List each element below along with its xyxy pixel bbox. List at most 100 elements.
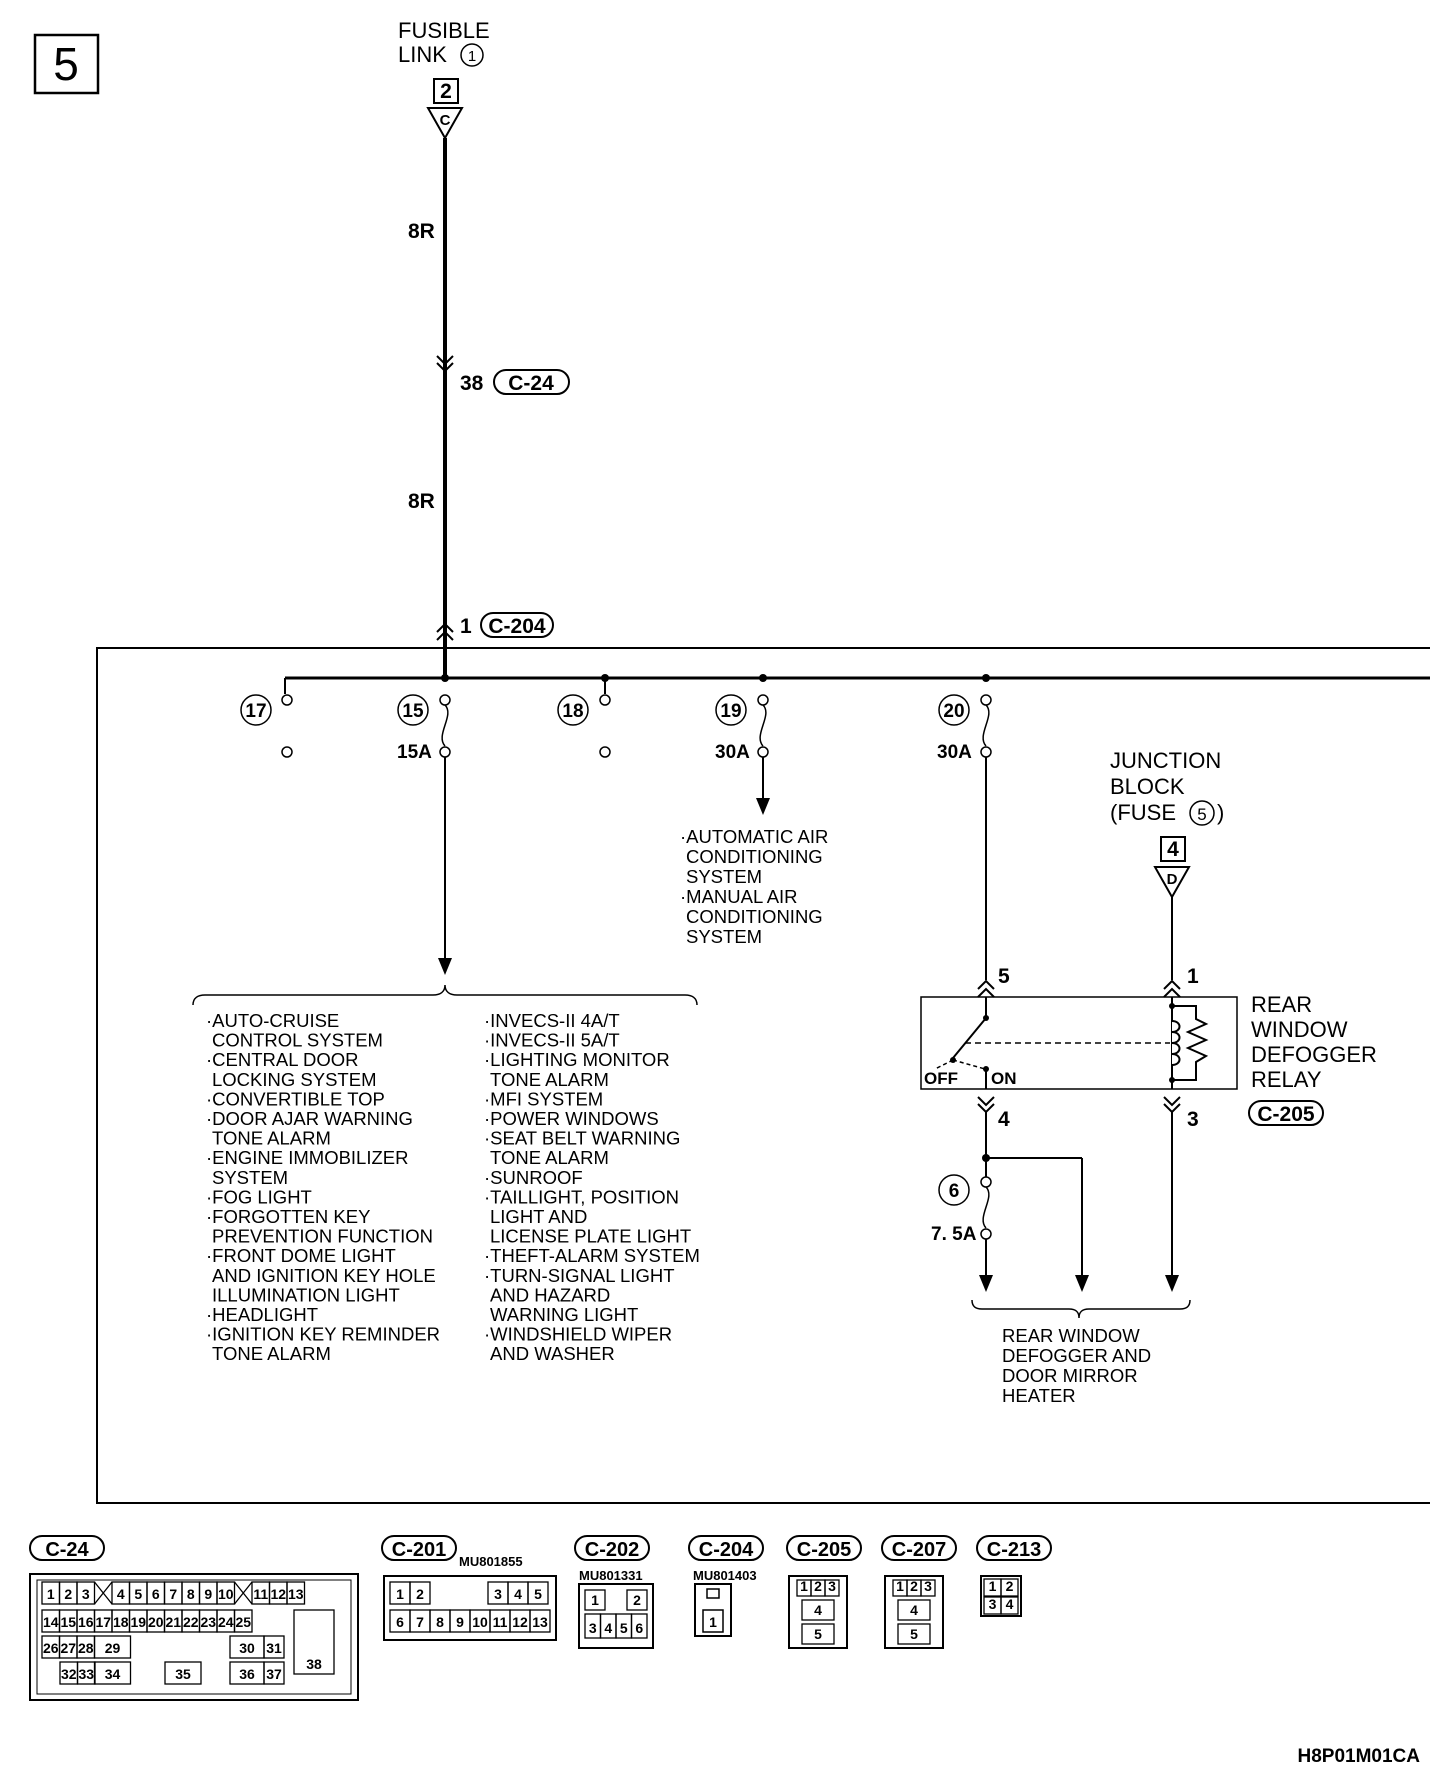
- c213-pin: 4: [1006, 1596, 1014, 1612]
- connector-chevron-icon: [977, 1096, 995, 1114]
- c205-pin: 5: [814, 1626, 822, 1642]
- c213-pin: 2: [1006, 1578, 1014, 1594]
- c201-pin: 2: [416, 1586, 424, 1602]
- blank-cell-x-icon: [233, 1581, 253, 1605]
- list-item: ·SEAT BELT WARNING: [484, 1128, 680, 1149]
- c201-part-number: MU801855: [459, 1554, 523, 1569]
- c24-pin: 9: [204, 1586, 212, 1602]
- pin-cell: [801, 1623, 835, 1645]
- c24-pin: 5: [134, 1586, 142, 1602]
- c213-label: C-213: [987, 1539, 1041, 1561]
- c205-pin: 1: [800, 1578, 808, 1594]
- list-item: ·TAILLIGHT, POSITION: [484, 1186, 679, 1207]
- c24-pin: 20: [148, 1614, 164, 1630]
- document-code: H8P01M01CA: [1298, 1746, 1421, 1767]
- list-item: ·SUNROOF: [484, 1167, 583, 1188]
- c207-pin: 1: [896, 1578, 904, 1594]
- c24-pin: 25: [235, 1614, 251, 1630]
- c204-part-number: MU801403: [693, 1568, 757, 1583]
- fuse-rating: 15A: [397, 742, 432, 763]
- fuse-element-icon: [759, 704, 767, 747]
- fuse-element-icon: [982, 1186, 990, 1229]
- ac-systems-list: ·AUTOMATIC AIR CONDITIONING SYSTEM ·MANU…: [680, 826, 828, 947]
- defogger-line: DOOR MIRROR: [1002, 1365, 1138, 1386]
- c202-label: C-202: [585, 1539, 639, 1561]
- c201-pin: 12: [512, 1614, 528, 1630]
- page-number: 5: [53, 38, 79, 90]
- defogger-line: DEFOGGER AND: [1002, 1345, 1151, 1366]
- fuse-rating: 30A: [715, 742, 750, 763]
- list-item: ·INVECS-II 4A/T: [484, 1010, 620, 1031]
- c213-pin: 3: [989, 1596, 997, 1612]
- c24-pin: 33: [78, 1666, 94, 1682]
- fuse-number: 19: [720, 701, 741, 722]
- c24-pin: 29: [105, 1640, 121, 1656]
- list-item: ·LIGHTING MONITOR: [484, 1049, 670, 1070]
- list-item: ·THEFT-ALARM SYSTEM: [484, 1245, 700, 1266]
- c24-pin: 34: [105, 1666, 121, 1682]
- list-item: SYSTEM: [212, 1167, 288, 1188]
- c201-pin: 9: [456, 1614, 464, 1630]
- fuse-element-icon: [982, 704, 990, 747]
- list-item: ·WINDSHIELD WIPER: [484, 1324, 672, 1345]
- pin-cell: [1000, 1596, 1019, 1615]
- list-item: ·FOG LIGHT: [206, 1186, 312, 1207]
- c24-pin: 15: [60, 1614, 76, 1630]
- pin-cell: [216, 1581, 236, 1605]
- pin-cell: [529, 1609, 551, 1633]
- fusible-link: FUSIBLE LINK 1 2 C: [398, 18, 490, 141]
- list-item: TONE ALARM: [212, 1343, 331, 1364]
- list-item: CONDITIONING: [686, 846, 823, 867]
- c202-pin: 2: [633, 1592, 641, 1608]
- connector-chevron-icon: [436, 622, 454, 641]
- list-item: LOCKING SYSTEM: [212, 1069, 376, 1090]
- pin-cell: [897, 1623, 931, 1645]
- list-item: ·IGNITION KEY REMINDER: [206, 1324, 440, 1345]
- relay-pin-3: 3: [1187, 1108, 1199, 1131]
- pin-cell: [630, 1613, 648, 1639]
- c202-pin: 6: [635, 1620, 643, 1636]
- c24-pin: 28: [78, 1640, 94, 1656]
- relay-pin-4: 4: [998, 1108, 1010, 1131]
- fusible-link-num: 1: [468, 48, 476, 65]
- c24-pin: 2: [64, 1586, 72, 1602]
- c24-pin: 14: [43, 1614, 59, 1630]
- c213-connector-body: [980, 1575, 1022, 1617]
- pin-cell: [1000, 1578, 1019, 1597]
- fuse-rating: 30A: [937, 742, 972, 763]
- fuse-element-icon: [441, 704, 449, 747]
- c201-pin: 3: [494, 1586, 502, 1602]
- list-item: ·FORGOTTEN KEY: [206, 1206, 370, 1227]
- pin-cell: [920, 1579, 936, 1597]
- list-item: ·AUTOMATIC AIR: [680, 826, 828, 847]
- c24-label: C-24: [45, 1539, 89, 1561]
- pin-cell: [76, 1581, 96, 1605]
- c24-pin: 21: [165, 1614, 181, 1630]
- c201-pin: 4: [514, 1586, 522, 1602]
- fuse-17: 17: [240, 678, 293, 758]
- c24-pin: 22: [183, 1614, 199, 1630]
- c204-connector-body: [694, 1583, 732, 1637]
- junction-block-outline: [96, 647, 1430, 1504]
- list-item: ILLUMINATION LIGHT: [212, 1284, 400, 1305]
- c24-pin-number: 38: [460, 372, 484, 395]
- pin-cell: [409, 1581, 431, 1605]
- list-item: ·CENTRAL DOOR: [206, 1049, 358, 1070]
- defogger-brace: [971, 1299, 1191, 1319]
- c24-pin: 3: [82, 1586, 90, 1602]
- c204-label: C-204: [699, 1539, 754, 1561]
- c207-pin: 4: [910, 1602, 918, 1618]
- fuse-number: 6: [949, 1181, 960, 1202]
- c204-pin-number: 1: [460, 615, 472, 638]
- page-number-box: 5: [33, 33, 100, 95]
- c24-pin: 11: [253, 1586, 268, 1602]
- list-item: SYSTEM: [686, 866, 762, 887]
- systems-brace: [192, 984, 698, 1006]
- systems-list-right: ·INVECS-II 4A/T·INVECS-II 5A/T·LIGHTING …: [484, 1010, 700, 1364]
- c24-connector-body: [29, 1573, 359, 1701]
- junction-block-fuse-num: 5: [1197, 805, 1206, 824]
